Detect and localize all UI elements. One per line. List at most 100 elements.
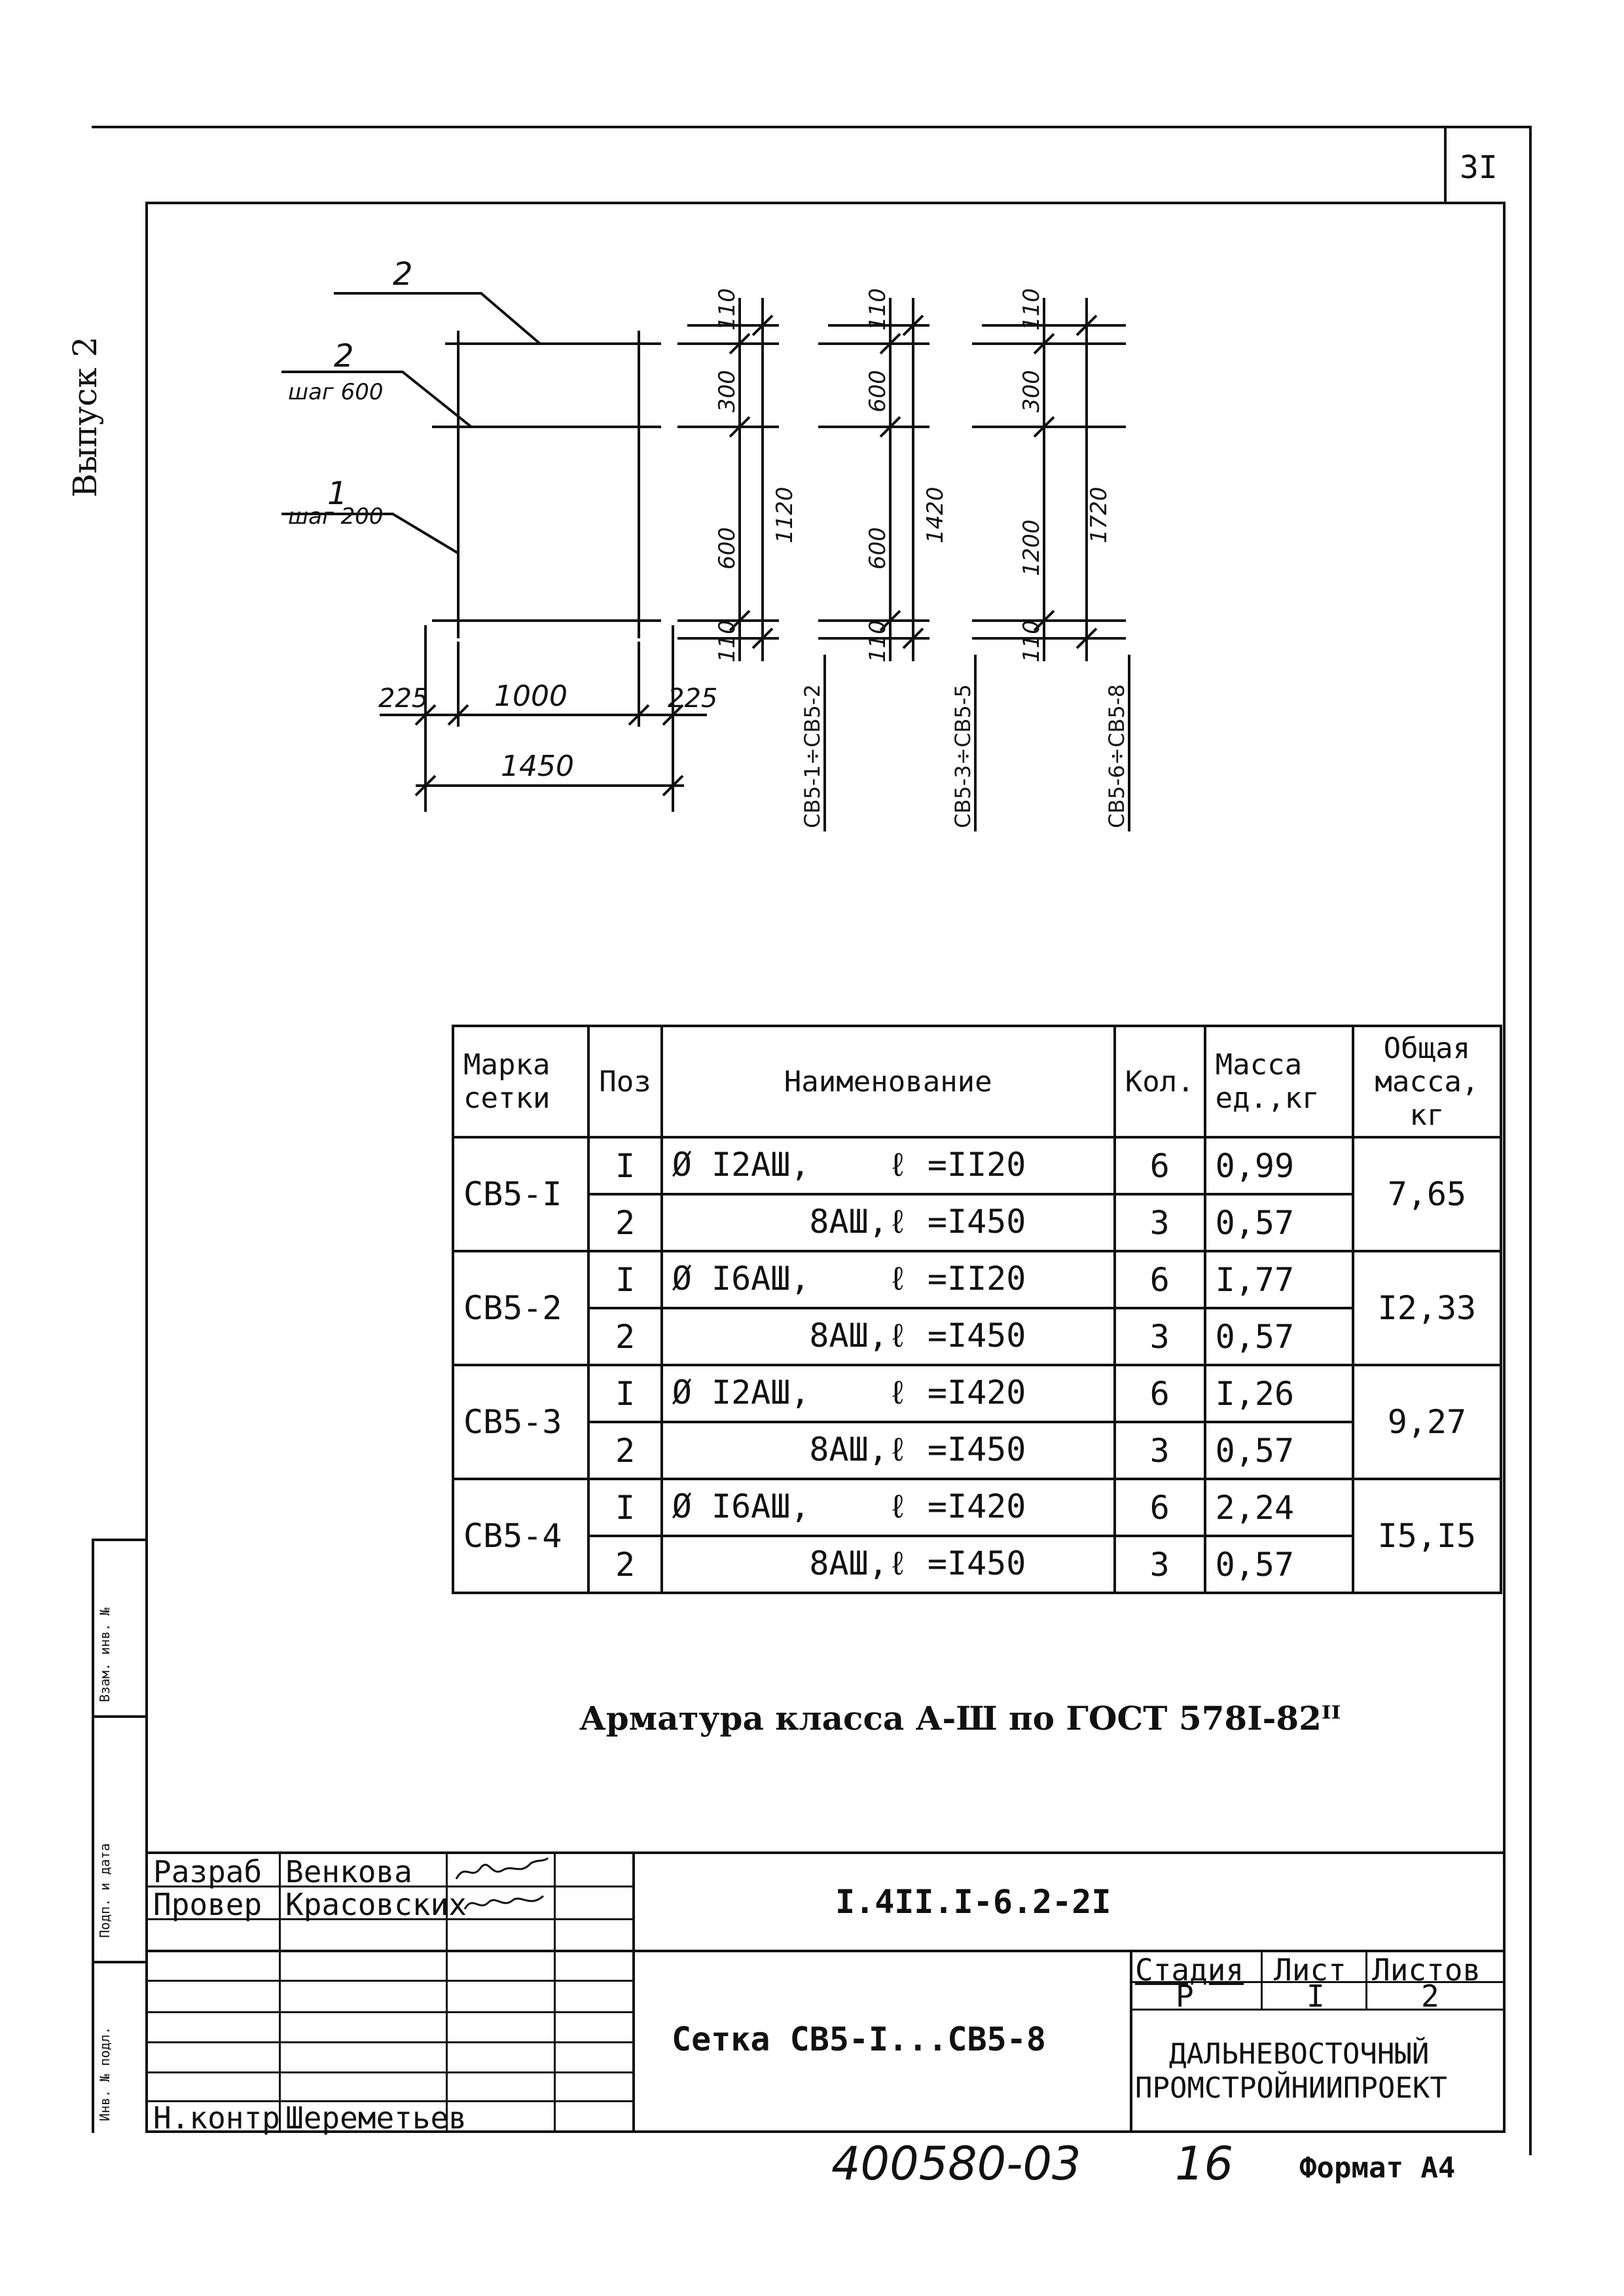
paper-format: Формат А4 xyxy=(1299,2151,1456,2185)
frame-top xyxy=(145,202,1506,204)
stamp-label-3: Инв. № подл. xyxy=(97,2026,113,2122)
row-mark: СВ5-2 xyxy=(451,1250,590,1366)
row-total: 7,65 xyxy=(1351,1136,1503,1252)
leader-2 xyxy=(281,371,473,428)
col2-top: 110 xyxy=(865,288,891,331)
col1-upper: 300 xyxy=(714,370,740,412)
row-pos: 2 xyxy=(587,1307,663,1366)
row-mass: 0,57 xyxy=(1203,1535,1354,1594)
col3-top: 110 xyxy=(1019,288,1045,331)
signature-checker xyxy=(463,1895,545,1910)
col3-mark: СВ5-6÷СВ5-8 xyxy=(1104,684,1129,828)
row-qty: 3 xyxy=(1113,1535,1206,1594)
spec-header-row: Марка сетки Поз Наименование Кол. Масса … xyxy=(451,1025,1503,1139)
col1-lower: 600 xyxy=(714,527,740,570)
stage-label: Стадия xyxy=(1135,1952,1244,1988)
sheet-value: I xyxy=(1307,1978,1325,2014)
row-mass: 0,57 xyxy=(1203,1193,1354,1252)
row-pos: I xyxy=(587,1250,663,1309)
row-mass: 2,24 xyxy=(1203,1478,1354,1537)
row-name: Ø I2АШ,ℓ =I420 xyxy=(660,1364,1116,1423)
col3-upper: 300 xyxy=(1019,370,1045,412)
col3-lower: 1200 xyxy=(1019,519,1045,576)
table-row: СВ5-2 I Ø I6АШ,ℓ =II20 6 I,77 I2,33 xyxy=(451,1250,1503,1366)
callout-label-1: 2 xyxy=(393,256,413,293)
hdr-mark: Марка сетки xyxy=(451,1025,590,1139)
org-line-2: ПРОМСТРОЙНИИПРОЕКТ xyxy=(1135,2071,1447,2105)
row-qty: 6 xyxy=(1113,1250,1206,1309)
reinforcement-note: Арматура класса А-Ш по ГОСТ 578I-82ᴵᴵ xyxy=(579,1699,1341,1738)
row-qty: 3 xyxy=(1113,1421,1206,1480)
row-total: I5,I5 xyxy=(1351,1478,1503,1594)
table-row: 2 8АШ,ℓ =I450 3 0,57 xyxy=(453,1421,1501,1480)
row-name: Ø I2АШ,ℓ =II20 xyxy=(660,1136,1116,1195)
table-row: СВ5-I I Ø I2АШ,ℓ =II20 6 0,99 7,65 xyxy=(451,1136,1503,1252)
leader-1 xyxy=(334,292,541,345)
sheet-number: 3I xyxy=(1460,149,1498,186)
col1-top: 110 xyxy=(714,288,740,331)
row-qty: 6 xyxy=(1113,1364,1206,1423)
table-row: 2 8АШ,ℓ =I450 3 0,57 xyxy=(453,1307,1501,1366)
doc-code: I.4II.I-6.2-2I xyxy=(835,1883,1111,1921)
row-pos: I xyxy=(587,1136,663,1195)
title-block: Разраб Венкова Провер Красовских Н.контр… xyxy=(148,1851,1503,2133)
sheet-number-box-left xyxy=(1444,126,1447,202)
hdr-unit-mass: Масса ед.,кг xyxy=(1203,1025,1354,1139)
col2-mark: СВ5-3÷СВ5-5 xyxy=(950,684,975,828)
col1-bottom: 110 xyxy=(714,620,740,663)
stamp-label-2: Подп. и дата xyxy=(97,1843,113,1939)
row-mass: I,77 xyxy=(1203,1250,1354,1309)
col2-bottom: 110 xyxy=(865,620,891,663)
stamp-col-left xyxy=(92,1539,94,2133)
top-rule xyxy=(92,126,1532,128)
dim-total: 1450 xyxy=(501,750,574,783)
row-pos: 2 xyxy=(587,1421,663,1480)
stamp-col-div3 xyxy=(92,1961,148,1963)
callout-sub-2: шаг 600 xyxy=(288,379,384,405)
callout-label-2: 2 xyxy=(334,338,354,374)
role-checker: Провер xyxy=(153,1887,262,1922)
table-row: 2 8АШ,ℓ =I450 3 0,57 xyxy=(453,1535,1501,1594)
row-qty: 3 xyxy=(1113,1307,1206,1366)
row-mass: I,26 xyxy=(1203,1364,1354,1423)
row-qty: 3 xyxy=(1113,1193,1206,1252)
table-row: СВ5-4 I Ø I6АШ,ℓ =I420 6 2,24 I5,I5 xyxy=(451,1478,1503,1594)
row-pos: 2 xyxy=(587,1193,663,1252)
row-mark: СВ5-3 xyxy=(451,1364,590,1480)
row-name: 8АШ,ℓ =I450 xyxy=(660,1421,1116,1480)
col1-total: 1120 xyxy=(772,486,798,543)
col2-upper: 600 xyxy=(865,370,891,412)
row-name: 8АШ,ℓ =I450 xyxy=(660,1535,1116,1594)
role-developer: Разраб xyxy=(153,1854,262,1889)
col3-bottom: 110 xyxy=(1019,620,1045,663)
col1-mark: СВ5-1÷СВ5-2 xyxy=(800,684,825,828)
col3-total: 1720 xyxy=(1086,486,1112,543)
archive-page: 16 xyxy=(1175,2137,1234,2191)
name-checker: Красовских xyxy=(285,1887,467,1922)
leader-3 xyxy=(281,513,460,555)
callout-sub-3: шаг 200 xyxy=(288,503,384,530)
row-pos: I xyxy=(587,1478,663,1537)
row-name: Ø I6АШ,ℓ =I420 xyxy=(660,1478,1116,1537)
dim-left: 225 xyxy=(378,683,428,714)
dim-right: 225 xyxy=(668,683,717,714)
stamp-col-div2 xyxy=(92,1715,148,1718)
hdr-total-mass: Общая масса, кг xyxy=(1351,1025,1503,1139)
frame-right xyxy=(1503,202,1506,2133)
row-mass: 0,99 xyxy=(1203,1136,1354,1195)
frame-left xyxy=(145,202,148,2133)
sheets-value: 2 xyxy=(1421,1978,1439,2014)
callout-label-3: 1 xyxy=(327,475,348,512)
name-developer: Венкова xyxy=(285,1854,412,1889)
row-pos: 2 xyxy=(587,1535,663,1594)
row-mass: 0,57 xyxy=(1203,1307,1354,1366)
hdr-qty: Кол. xyxy=(1113,1025,1206,1139)
row-name: Ø I6АШ,ℓ =II20 xyxy=(660,1250,1116,1309)
org-line-1: ДАЛЬНЕВОСТОЧНЫЙ xyxy=(1169,2037,1430,2071)
stage-value: Р xyxy=(1176,1978,1194,2014)
row-qty: 6 xyxy=(1113,1478,1206,1537)
row-pos: I xyxy=(587,1364,663,1423)
row-mark: СВ5-I xyxy=(451,1136,590,1252)
hdr-name: Наименование xyxy=(660,1025,1116,1139)
